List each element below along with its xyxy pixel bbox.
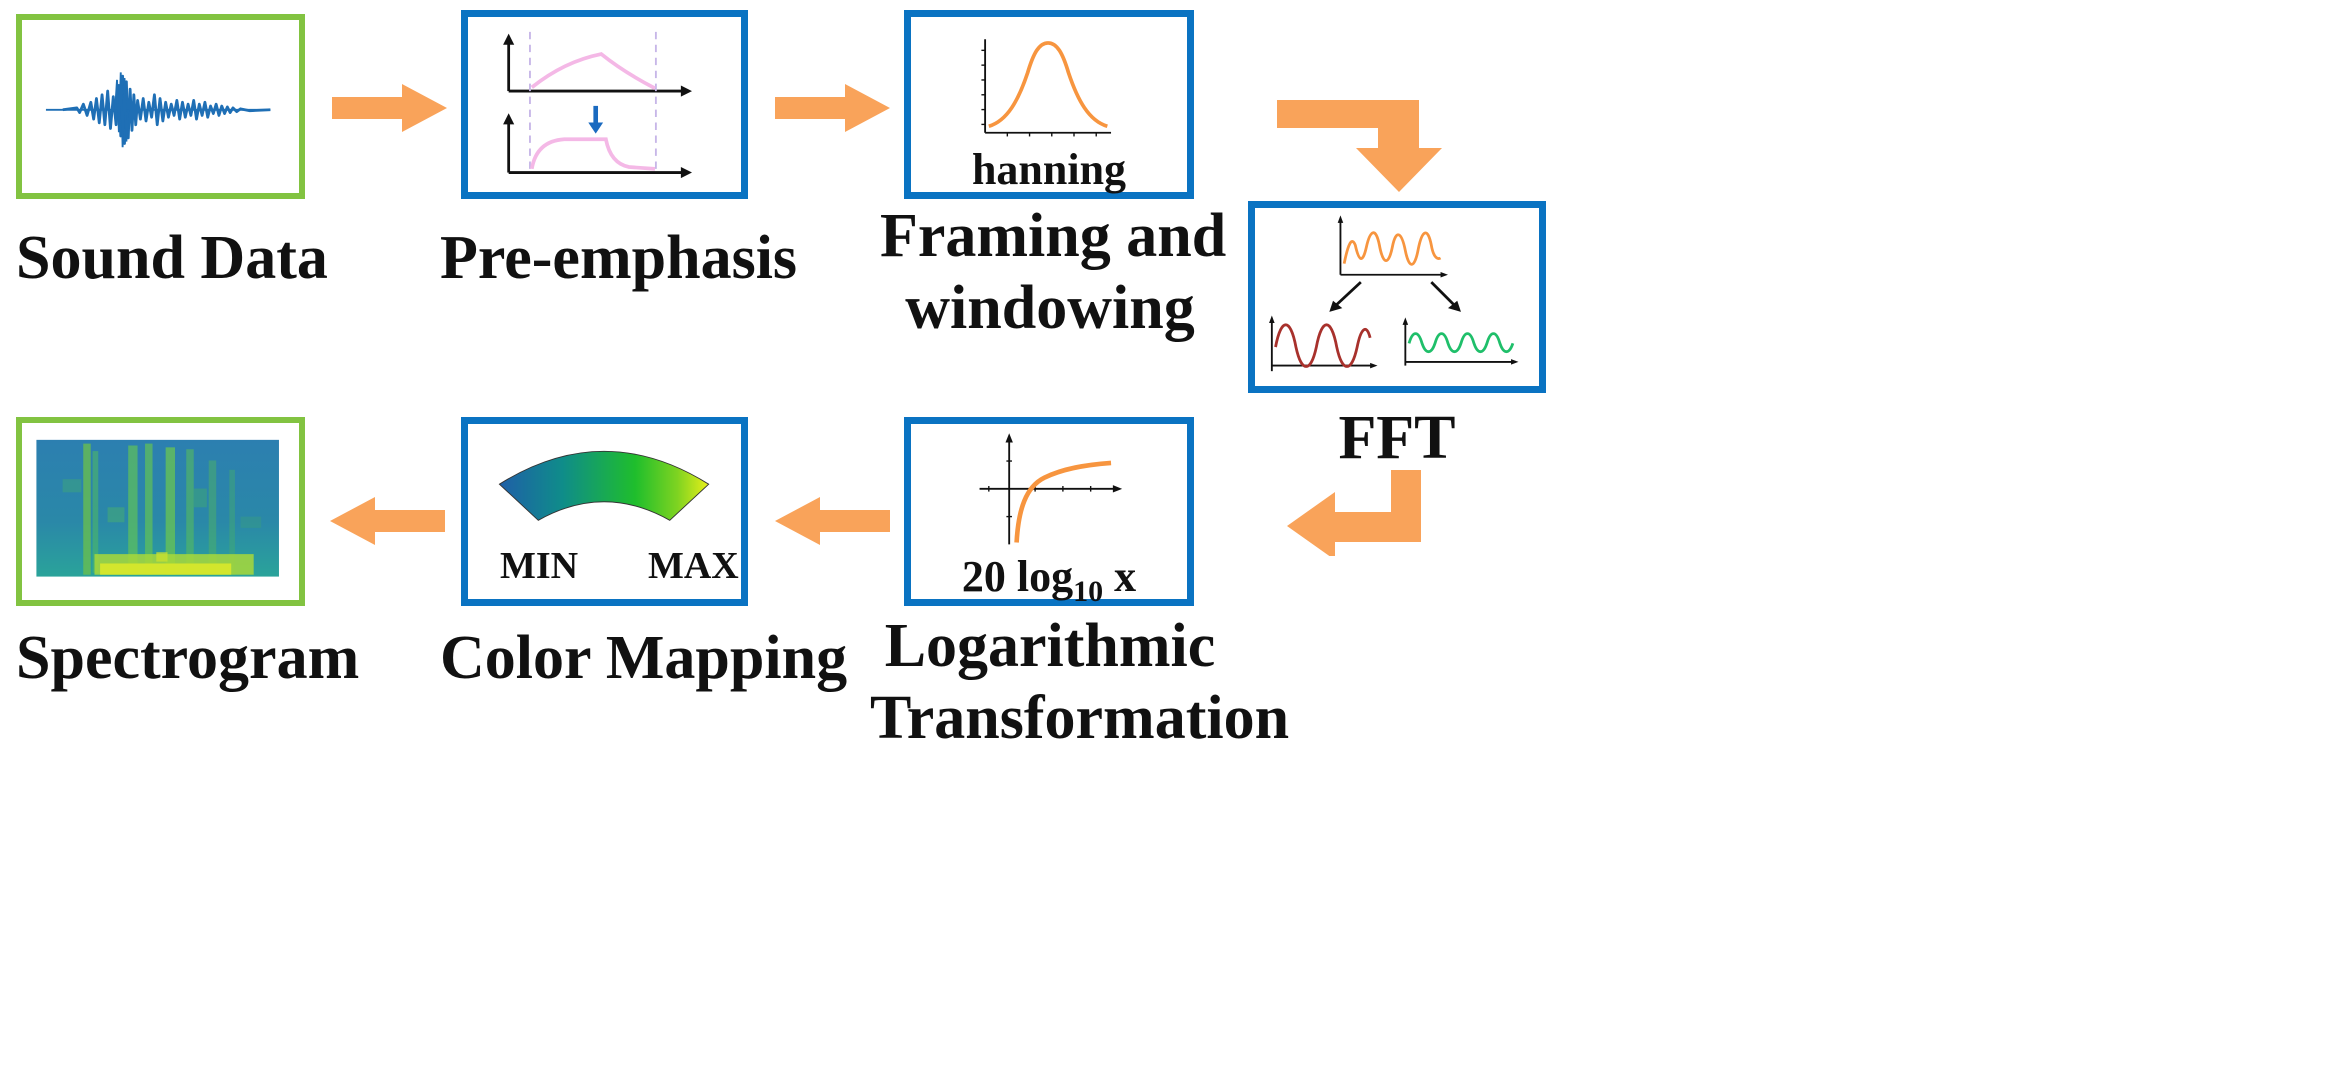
log-curve-graphic [979, 433, 1123, 545]
color-scale-graphic [498, 450, 710, 521]
color-min-label: MIN [500, 545, 579, 587]
log-formula-base: 10 [1073, 574, 1104, 608]
color-mapping-label: Color Mapping [440, 624, 848, 692]
arrow-right-2 [775, 84, 890, 132]
spectrogram-label: Spectrogram [16, 624, 360, 692]
log-label-line2: Transformation [870, 684, 1290, 752]
fft-graphic [1269, 215, 1519, 372]
log-label-line1: Logarithmic [884, 612, 1216, 680]
arrow-left-1 [775, 497, 890, 545]
pre-emphasis-box [461, 10, 748, 199]
arrow-corner-down [1277, 100, 1442, 192]
pre-emphasis-label: Pre-emphasis [440, 224, 798, 292]
log-formula: 20 log10 x [911, 552, 1187, 617]
log-transform-box: 20 log10 x [904, 417, 1194, 608]
log-transform-label: Logarithmic Transformation [870, 610, 1290, 754]
arrow-left-2 [330, 497, 445, 545]
log-formula-prefix: 20 log [961, 552, 1074, 601]
hanning-window-graphic [981, 39, 1112, 137]
waveform-graphic [45, 72, 271, 148]
hanning-label: hanning [971, 145, 1127, 194]
framing-windowing-box: hanning [904, 10, 1194, 199]
fft-label: FFT [1338, 404, 1456, 472]
pre-emphasis-graphic [503, 31, 692, 179]
color-max-label: MAX [648, 545, 739, 587]
arrow-corner-left [1287, 470, 1435, 556]
framing-windowing-label: Framing and windowing [880, 200, 1227, 344]
arrow-right-1 [332, 84, 447, 132]
sound-data-box [16, 14, 305, 199]
spectrogram-graphic [36, 439, 279, 577]
log-formula-suffix: x [1103, 552, 1137, 601]
framing-label-line1: Framing and [880, 202, 1227, 270]
sound-data-label: Sound Data [16, 224, 328, 292]
color-mapping-box: MIN MAX [461, 417, 748, 606]
fft-box [1248, 201, 1546, 393]
spectrogram-box [16, 417, 305, 606]
framing-label-line2: windowing [905, 274, 1195, 342]
